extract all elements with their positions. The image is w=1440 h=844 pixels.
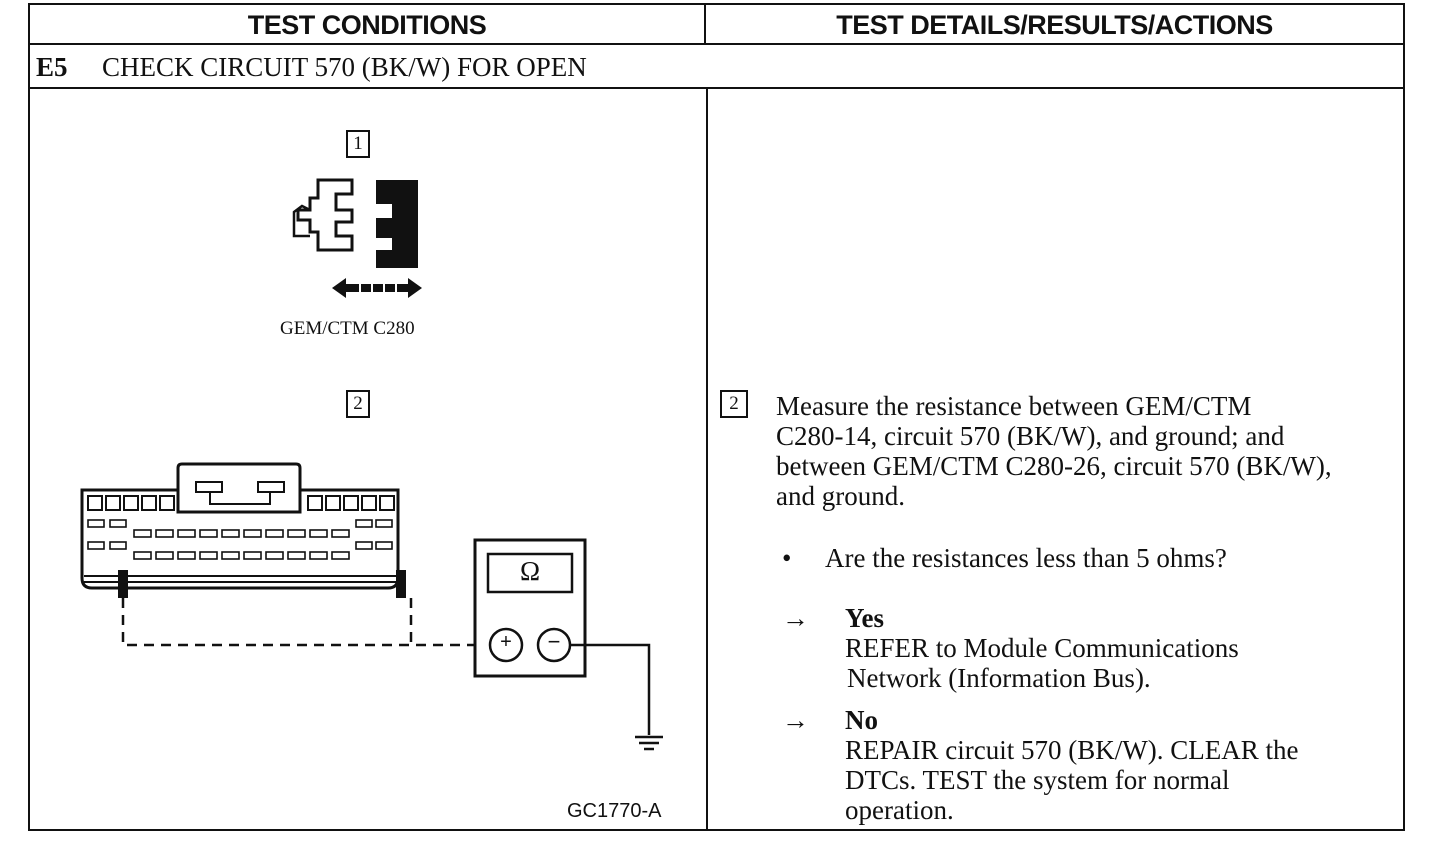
callout-2: 2: [346, 390, 370, 418]
no-action-line: DTCs. TEST the system for normal: [845, 765, 1230, 795]
instruction-line: Measure the resistance between GEM/CTM: [776, 391, 1252, 421]
instruction-line: and ground.: [776, 481, 905, 511]
ohmmeter: [473, 538, 587, 678]
yes-label: Yes: [845, 603, 884, 633]
yes-action-line: REFER to Module Communications: [845, 633, 1239, 663]
step-row: E5 CHECK CIRCUIT 570 (BK/W) FOR OPEN: [30, 45, 1403, 89]
probe-left: [118, 570, 128, 598]
probe-right: [396, 570, 406, 598]
meter-plus-terminal: +: [500, 631, 512, 653]
no-label: No: [845, 705, 878, 735]
header-test-conditions: TEST CONDITIONS: [30, 5, 706, 45]
connector-latch: [176, 462, 302, 490]
measure-instruction: Measure the resistance between GEM/CTM C…: [776, 391, 1332, 511]
question-text: Are the resistances less than 5 ohms?: [825, 543, 1227, 573]
connector-disconnect-illustration: [292, 178, 422, 298]
arrow-icon: →: [782, 705, 809, 735]
separate-arrow-icon: [332, 278, 422, 298]
module-connector-half: [376, 180, 418, 268]
locking-tab: [292, 204, 311, 238]
ground-lead: [570, 643, 651, 735]
column-divider: [706, 89, 708, 829]
header-test-details: TEST DETAILS/RESULTS/ACTIONS: [706, 5, 1403, 45]
connector-body: [80, 488, 400, 590]
procedure-table: TEST CONDITIONS TEST DETAILS/RESULTS/ACT…: [28, 3, 1405, 831]
callout-1: 1: [346, 130, 370, 158]
instruction-line: between GEM/CTM C280-26, circuit 570 (BK…: [776, 451, 1332, 481]
instruction-line: C280-14, circuit 570 (BK/W), and ground;…: [776, 421, 1285, 451]
step-code: E5: [36, 52, 68, 82]
connector-label: GEM/CTM C280: [280, 318, 415, 339]
meter-minus-terminal: −: [547, 629, 561, 654]
measurement-diagram: [80, 462, 663, 751]
no-result: No REPAIR circuit 570 (BK/W). CLEAR the …: [845, 705, 1298, 825]
step-title: CHECK CIRCUIT 570 (BK/W) FOR OPEN: [102, 52, 587, 82]
yes-result: Yes REFER to Module Communications Netwo…: [845, 603, 1239, 693]
ground-icon: [635, 735, 663, 751]
figure-code: GC1770-A: [567, 800, 662, 822]
no-action-line: operation.: [845, 795, 954, 825]
no-action-line: REPAIR circuit 570 (BK/W). CLEAR the: [845, 735, 1299, 765]
test-lead: [121, 598, 486, 647]
yes-action-line: Network (Information Bus).: [847, 663, 1151, 693]
step-callout-2: 2: [720, 390, 748, 418]
arrow-icon: →: [782, 603, 809, 633]
ohm-symbol: Ω: [519, 556, 541, 586]
bullet-icon: •: [782, 543, 792, 573]
harness-connector-half: [296, 178, 354, 252]
